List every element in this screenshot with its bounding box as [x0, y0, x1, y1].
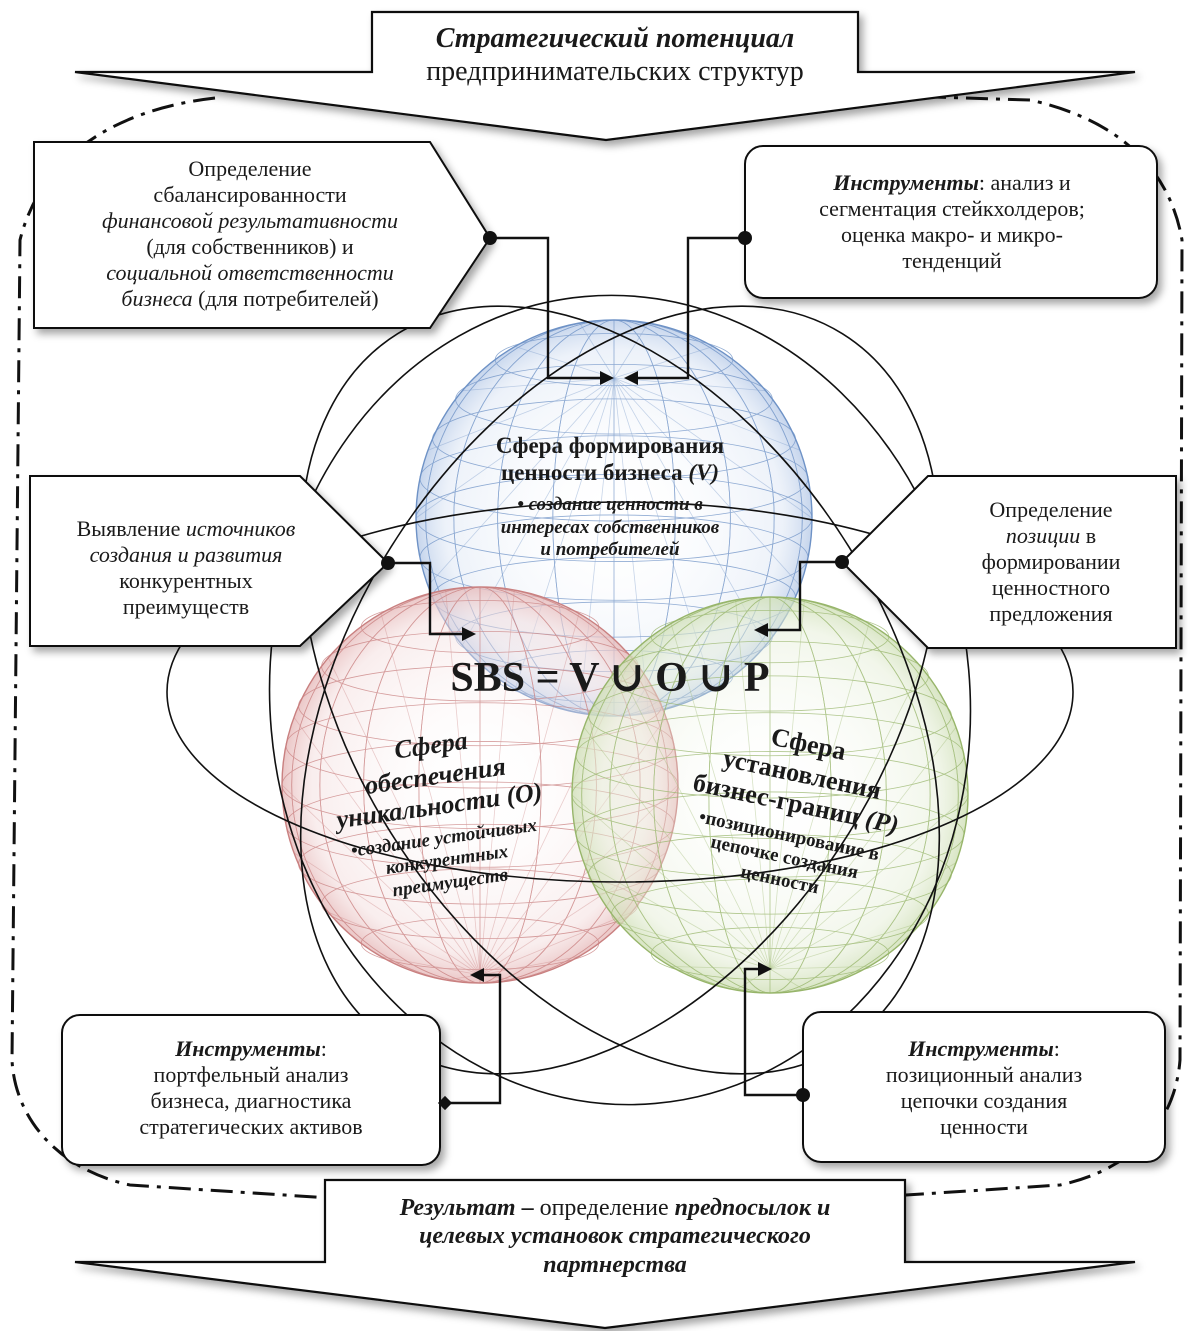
sphere-v-title: Сфера формирования	[495, 433, 725, 458]
callout-text: Выявление источников	[76, 516, 296, 541]
top-arrow-subtitle: предпринимательских структур	[426, 56, 804, 88]
bottom-arrow-line: партнерства	[543, 1251, 687, 1278]
callout-top-right-shape	[744, 145, 1158, 299]
callout-top-left-shape	[33, 141, 492, 329]
top-arrow-title: Стратегический потенциал	[435, 23, 795, 54]
callout-bottom-right-shape	[802, 1011, 1166, 1163]
callout-text: Инструменты:	[175, 1036, 327, 1061]
callout-text: создания и развития	[89, 541, 283, 567]
callout-text: ценности	[940, 1113, 1028, 1139]
bottom-arrow-line: целевых установок стратегического	[419, 1223, 811, 1250]
callout-text: стратегических активов	[139, 1113, 363, 1139]
callout-text: преимуществ	[122, 593, 250, 619]
callout-text: конкурентных	[119, 567, 253, 593]
callout-text: позиционный анализ	[885, 1061, 1083, 1087]
callout-text: позиции в	[1005, 522, 1097, 548]
callout-text: сегментация стейкхолдеров;	[819, 195, 1085, 221]
callout-text: финансовой результативности	[102, 207, 398, 233]
callout-top-right: Инструменты: анализ и сегментация стейкх…	[752, 170, 1152, 274]
formula: SBS = V ∪ O ∪ P	[450, 655, 770, 701]
callout-mid-left-shape	[29, 475, 390, 647]
callout-text: ценностного	[991, 574, 1111, 600]
callout-text: портфельный анализ	[153, 1061, 349, 1087]
sphere-v-bullet: • создание ценности в	[517, 494, 703, 516]
callout-text: (для собственников) и	[146, 233, 354, 259]
orbit-ellipses	[166, 294, 1074, 1106]
callout-text: сбалансированности	[153, 181, 347, 207]
callout-bottom-left: Инструменты: портфельный анализ бизнеса,…	[70, 1036, 432, 1140]
connector-arrowheads	[462, 371, 772, 982]
sphere-v-title: ценности бизнеса (V)	[500, 460, 720, 486]
callout-text: предложения	[989, 600, 1113, 626]
sphere-v-label: Сфера формирования ценности бизнеса (V) …	[440, 432, 780, 561]
callout-mid-right: Определение позиции в формировании ценно…	[930, 497, 1172, 627]
callout-text: цепочки создания	[900, 1087, 1068, 1113]
outer-dashdot-frame	[10, 94, 1184, 1200]
sphere-p	[571, 596, 969, 994]
sphere-v-bullet: интересах собственников	[500, 516, 720, 538]
connectors	[388, 236, 842, 1105]
callout-text: бизнеса (для потребителей)	[121, 285, 379, 311]
callout-mid-left: Выявление источников создания и развития…	[36, 516, 336, 620]
callout-text: Определение	[188, 156, 312, 181]
callout-text: формировании	[981, 548, 1121, 574]
top-arrow-label: Стратегический потенциал предприниматель…	[372, 22, 858, 88]
callout-bottom-right: Инструменты: позиционный анализ цепочки …	[810, 1036, 1158, 1140]
callout-text: тенденций	[902, 247, 1002, 273]
sphere-v-bullet: и потребителей	[540, 539, 680, 561]
callout-text: Инструменты: анализ и	[833, 170, 1071, 195]
callout-bottom-left-shape	[61, 1014, 441, 1166]
callout-mid-right-shape	[840, 475, 1177, 649]
callout-text: Определение	[989, 497, 1113, 522]
callout-text: социальной ответственности	[106, 259, 394, 285]
bottom-arrow-shape	[74, 1178, 1136, 1330]
bottom-arrow-label: Результат – определение предпосылок и це…	[330, 1194, 900, 1279]
callout-text: оценка макро- и микро-	[841, 221, 1063, 247]
callout-top-left: Определение сбалансированности финансово…	[40, 156, 460, 312]
callout-text: бизнеса, диагностика	[150, 1087, 352, 1113]
top-arrow-shape	[74, 10, 1136, 142]
callout-text: Инструменты:	[908, 1036, 1060, 1061]
connector-dots	[381, 231, 849, 1111]
bottom-arrow-line: Результат – определение предпосылок и	[399, 1195, 831, 1221]
